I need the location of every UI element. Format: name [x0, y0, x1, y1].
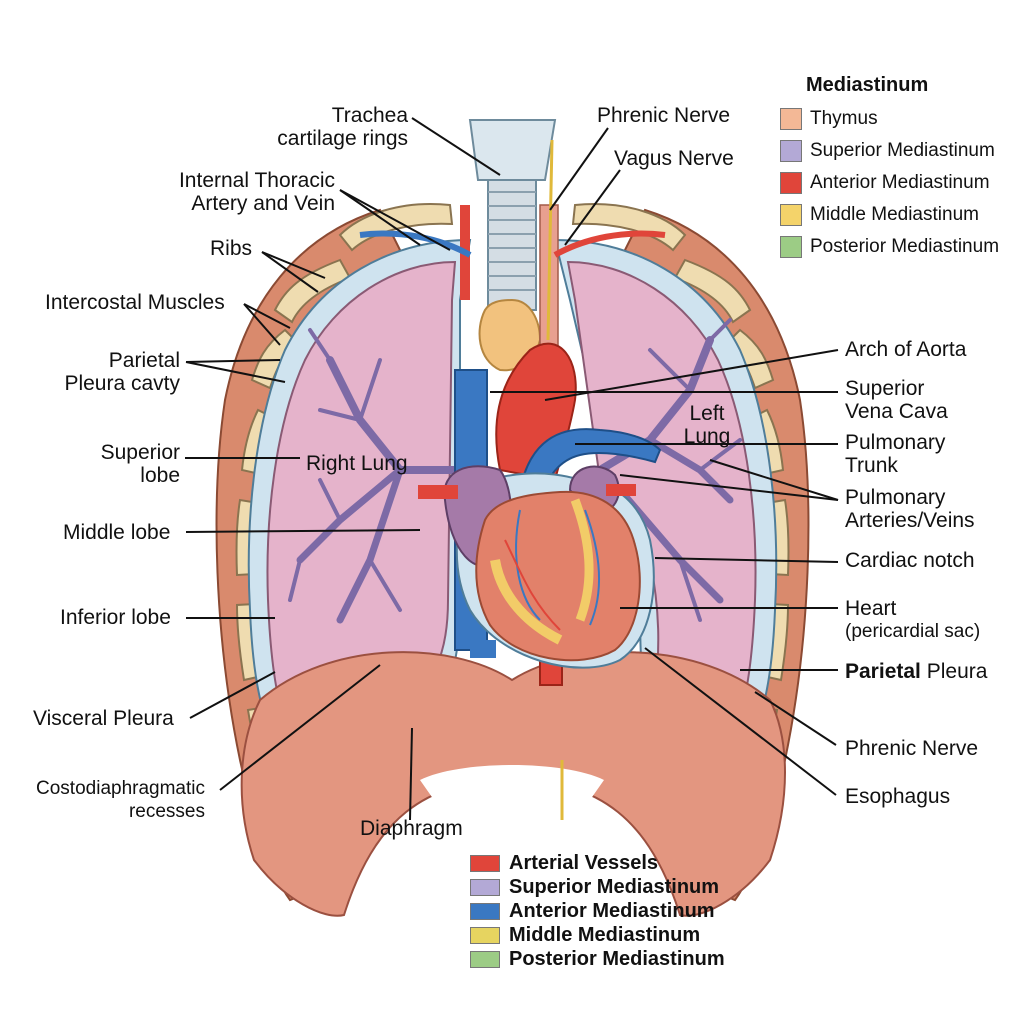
label-pulmonary-trunk: Pulmonary Trunk	[845, 431, 945, 477]
label-heart-line2: (pericardial sac)	[845, 621, 981, 642]
legend2-item-arterial: Arterial Vessels	[470, 851, 725, 875]
label-pulmonary-trunk-line1: Pulmonary	[845, 431, 946, 454]
label-internal-thoracic: Internal Thoracic Artery and Vein	[150, 169, 335, 215]
legend2-label-middle: Middle Mediastinum	[509, 923, 701, 946]
label-superior-vena-cava: Superior Vena Cava	[845, 377, 948, 423]
rib-left-1	[338, 203, 454, 252]
rib-left-2	[273, 258, 352, 324]
internal-thoracic-vessel-right	[553, 230, 666, 258]
internal-thoracic-vessel-left	[359, 230, 472, 258]
pulmonary-trunk	[518, 428, 662, 502]
legend2-item-middle: Middle Mediastinum	[470, 923, 725, 947]
legend-mediastinum-title: Mediastinum	[806, 74, 929, 96]
legend-item-middle-mediastinum: Middle Mediastinum	[780, 199, 999, 231]
label-trachea: Trachea cartilage rings	[262, 104, 408, 150]
legend2-label-anterior: Anterior Mediastinum	[509, 899, 715, 922]
leader-lines	[185, 117, 839, 821]
label-pulmonary-arteries: Pulmonary Arteries/Veins	[845, 486, 975, 532]
legend2-item-anterior: Anterior Mediastinum	[470, 899, 725, 923]
heart	[443, 465, 655, 669]
label-superior-lobe: Superior lobe	[70, 441, 180, 487]
label-superior-lobe-line2: lobe	[140, 464, 180, 487]
diaphragm-opening	[420, 765, 604, 800]
label-parietal-pleura-cavity: Parietal Pleura cavty	[40, 349, 180, 395]
label-svc-line1: Superior	[845, 377, 925, 400]
legend2-item-superior: Superior Mediastinum	[470, 875, 725, 899]
label-left-lung-line1: Left	[689, 402, 725, 425]
rib-right-2	[673, 258, 752, 324]
label-vagus-nerve: Vagus Nerve	[614, 147, 734, 170]
right-pulmonary-artery	[418, 485, 458, 499]
label-parietal-pleura-bold: Parietal	[845, 660, 921, 683]
ivc	[470, 640, 496, 658]
legend-item-thymus: Thymus	[780, 103, 999, 135]
label-left-lung: Left Lung	[672, 402, 742, 448]
label-esophagus: Esophagus	[845, 785, 951, 808]
label-arch-of-aorta: Arch of Aorta	[845, 338, 967, 361]
label-trachea-line2: cartilage rings	[277, 127, 408, 150]
legend-swatch-middle-mediastinum	[780, 204, 802, 226]
label-ribs: Ribs	[210, 237, 253, 260]
rib-right-1	[571, 203, 687, 252]
label-heart: Heart (pericardial sac)	[845, 597, 980, 643]
legend2-label-superior: Superior Mediastinum	[509, 875, 720, 898]
left-pulmonary-artery	[606, 484, 636, 496]
legend2-swatch-posterior	[470, 950, 500, 968]
legend-item-posterior-mediastinum: Posterior Mediastinum	[780, 231, 999, 263]
legend-label-middle-mediastinum: Middle Mediastinum	[810, 204, 979, 225]
legend-item-anterior-mediastinum: Anterior Mediastinum	[780, 167, 999, 199]
label-pulmonary-arteries-line2: Arteries/Veins	[845, 509, 975, 532]
legend-label-anterior-mediastinum: Anterior Mediastinum	[810, 172, 990, 193]
phrenic-nerve-line	[546, 139, 554, 341]
legend-label-thymus: Thymus	[810, 108, 878, 129]
label-right-lung: Right Lung	[306, 452, 408, 475]
legend-swatch-thymus	[780, 108, 802, 130]
trachea	[468, 119, 557, 311]
legend2-swatch-anterior	[470, 902, 500, 920]
legend-swatch-anterior-mediastinum	[780, 172, 802, 194]
label-parietal-pleura: Parietal Pleura	[845, 660, 987, 683]
legend-swatch-superior-mediastinum	[780, 140, 802, 162]
label-costodiaphragmatic-line2: recesses	[128, 801, 205, 822]
label-middle-lobe: Middle lobe	[63, 521, 171, 544]
legend-item-superior-mediastinum: Superior Mediastinum	[780, 135, 999, 167]
label-trachea-line1: Trachea	[331, 104, 408, 127]
legend2-item-posterior: Posterior Mediastinum	[470, 947, 725, 971]
label-visceral-pleura: Visceral Pleura	[33, 707, 174, 730]
label-diaphragm: Diaphragm	[360, 817, 463, 840]
bronchial-tree	[288, 318, 742, 624]
label-parietal-pleura-rest: Pleura	[920, 660, 988, 683]
legend-swatch-posterior-mediastinum	[780, 236, 802, 258]
label-costodiaphragmatic-line1: Costodiaphragmatic	[36, 778, 205, 799]
label-phrenic-nerve-top: Phrenic Nerve	[597, 104, 731, 127]
legend-label-posterior-mediastinum: Posterior Mediastinum	[810, 236, 1000, 257]
label-left-lung-line2: Lung	[683, 425, 731, 448]
label-costodiaphragmatic: Costodiaphragmatic recesses	[15, 777, 205, 823]
legend2-label-posterior: Posterior Mediastinum	[509, 947, 725, 970]
label-parietal-pleura-cavity-line2: Pleura cavty	[64, 372, 180, 395]
label-parietal-pleura-cavity-line1: Parietal	[108, 349, 180, 372]
legend-mediastinum: Mediastinum Thymus Superior Mediastinum …	[780, 74, 999, 263]
label-cardiac-notch: Cardiac notch	[845, 549, 975, 572]
label-superior-lobe-line1: Superior	[100, 441, 180, 464]
label-svc-line2: Vena Cava	[845, 400, 948, 423]
label-intercostal-muscles: Intercostal Muscles	[45, 291, 225, 314]
diaphragm	[240, 651, 786, 917]
label-internal-thoracic-line1: Internal Thoracic	[178, 169, 335, 192]
label-internal-thoracic-line2: Artery and Vein	[191, 192, 335, 215]
label-phrenic-nerve-bottom: Phrenic Nerve	[845, 737, 979, 760]
legend2-label-arterial: Arterial Vessels	[509, 851, 658, 874]
legend-vessels: Arterial Vessels Superior Mediastinum An…	[470, 851, 725, 971]
legend2-swatch-superior	[470, 878, 500, 896]
label-heart-line1: Heart	[845, 597, 897, 620]
label-pulmonary-trunk-line2: Trunk	[845, 454, 898, 477]
label-pulmonary-arteries-line1: Pulmonary	[845, 486, 946, 509]
legend-label-superior-mediastinum: Superior Mediastinum	[810, 140, 995, 161]
legend2-swatch-arterial	[470, 854, 500, 872]
legend2-swatch-middle	[470, 926, 500, 944]
label-inferior-lobe: Inferior lobe	[60, 606, 171, 629]
